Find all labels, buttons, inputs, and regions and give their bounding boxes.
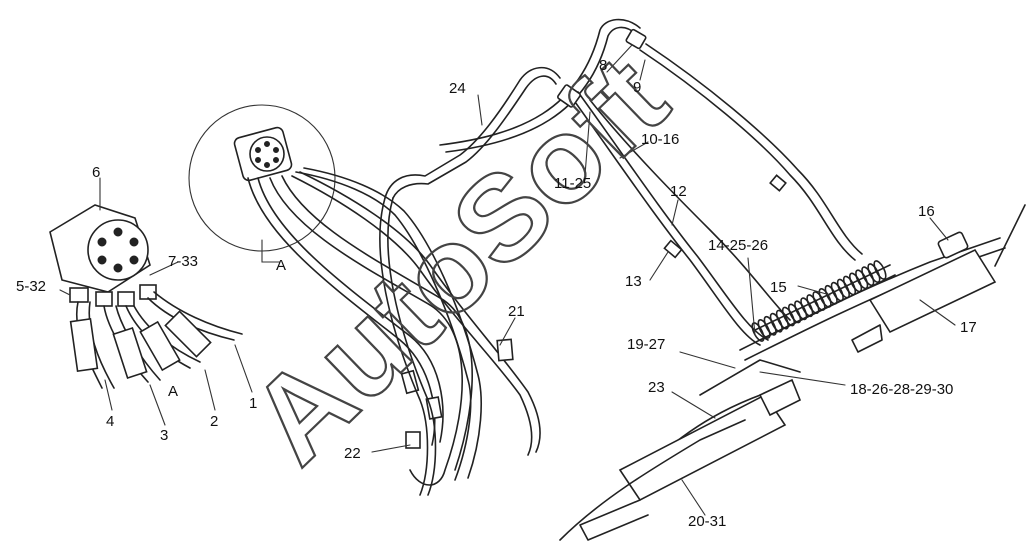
label-11-25: 11-25 — [554, 175, 591, 192]
spiral-coil — [812, 291, 826, 311]
label-20-31: 20-31 — [688, 513, 726, 530]
detail-circle-a — [188, 104, 336, 263]
label-21: 21 — [508, 303, 525, 320]
label-12: 12 — [670, 183, 687, 200]
spiral-coil — [788, 303, 802, 324]
label-13: 13 — [625, 273, 642, 290]
center-hoses — [557, 28, 791, 346]
label-8: 8 — [599, 57, 607, 74]
label-7-33: 7-33 — [168, 253, 198, 270]
spiral-coil — [855, 269, 869, 290]
spiral-coil — [861, 266, 875, 287]
label-4: 4 — [106, 413, 114, 430]
spiral-coil — [842, 275, 857, 296]
spiral-coil — [824, 284, 838, 305]
label-19-27: 19-27 — [627, 336, 665, 353]
label-2: 2 — [210, 413, 218, 430]
spiral-coil — [830, 281, 844, 302]
label-16: 16 — [918, 203, 935, 220]
label-24: 24 — [449, 80, 466, 97]
part-labels: 6 7-33 5-32 4 3 A 2 1 A 24 22 21 11-25 1… — [16, 57, 977, 530]
spiral-coil — [794, 300, 808, 321]
spiral-coil — [836, 278, 850, 299]
label-6: 6 — [92, 164, 100, 181]
label-detail-a: A — [276, 257, 286, 274]
label-23: 23 — [648, 379, 665, 396]
cylinder-assembly — [559, 204, 1026, 541]
label-10-16: 10-16 — [641, 131, 679, 148]
spiral-coil — [800, 297, 814, 318]
leader-lines — [59, 44, 956, 516]
spiral-coil — [849, 272, 863, 293]
label-14-25-26: 14-25-26 — [708, 237, 768, 254]
spiral-coil — [806, 294, 820, 314]
spiral-coil — [763, 315, 777, 336]
label-15: 15 — [770, 279, 787, 296]
label-5-32: 5-32 — [16, 278, 46, 295]
label-18-26-28-29-30: 18-26-28-29-30 — [850, 381, 953, 398]
label-view-a: A — [168, 383, 178, 400]
hose-bundle — [247, 167, 541, 486]
spiral-coil — [775, 309, 789, 330]
spiral-coil — [769, 312, 783, 333]
spiral-coil — [781, 306, 796, 327]
spiral-coil — [818, 288, 832, 308]
label-3: 3 — [160, 427, 168, 444]
label-9: 9 — [633, 79, 641, 96]
pipe-loop — [379, 18, 863, 496]
spiral-coil — [867, 263, 881, 283]
spiral-coil — [873, 260, 887, 280]
label-1: 1 — [249, 395, 257, 412]
label-22: 22 — [344, 445, 361, 462]
label-17: 17 — [960, 319, 977, 336]
spiral-guard — [751, 260, 887, 342]
spiral-coil — [757, 319, 771, 339]
steering-unit-detail — [49, 204, 243, 389]
